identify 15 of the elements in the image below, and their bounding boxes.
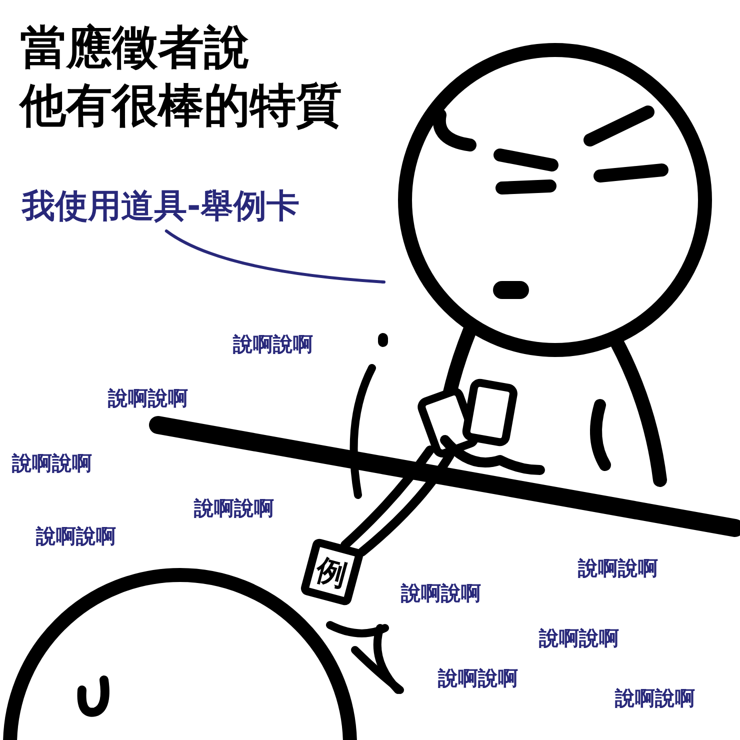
chatter-text: 說啊說啊	[401, 580, 481, 607]
chatter-text: 說啊說啊	[438, 665, 518, 692]
stick-figure-drawing	[340, 43, 712, 556]
chatter-text: 說啊說啊	[108, 385, 188, 412]
chatter-text: 說啊說啊	[194, 495, 274, 522]
chatter-text: 說啊說啊	[36, 523, 116, 550]
title: 當應徵者說他有很棒的特質	[20, 19, 342, 134]
chatter-text: 說啊說啊	[233, 331, 313, 358]
chatter-text: 說啊說啊	[12, 450, 92, 477]
speech-text: 我使用道具-舉例卡	[22, 184, 300, 229]
speech-tail	[164, 230, 386, 284]
example-card: 例	[300, 538, 364, 606]
chatter-text: 說啊說啊	[578, 555, 658, 582]
chatter-text: 說啊說啊	[539, 625, 619, 652]
chatter-text: 說啊說啊	[615, 685, 695, 712]
